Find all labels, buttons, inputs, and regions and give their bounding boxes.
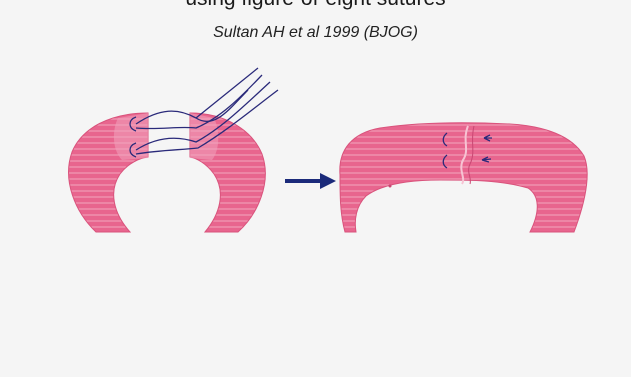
separated-muscle-left xyxy=(69,113,148,232)
separated-muscle-right xyxy=(190,113,265,232)
transition-arrow xyxy=(285,173,336,189)
repaired-muscle xyxy=(340,123,587,232)
